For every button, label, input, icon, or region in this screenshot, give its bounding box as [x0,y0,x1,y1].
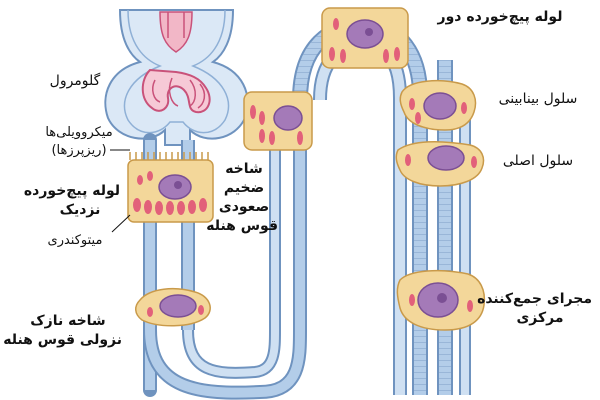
collecting-duct-cell [396,269,486,331]
intercalated-cell [399,79,477,131]
label-proximal-tubule: لوله پیچ‌خورده نزدیک [23,182,120,220]
mitochondria-group-pct [133,171,207,215]
label-thin-desc-line1: شاخه نازک [30,313,106,329]
principal-cell [395,140,485,187]
label-thick-asc-line1: شاخه [225,161,263,177]
label-pct-line1: لوله پیچ‌خورده [23,183,120,199]
label-thick-asc-line2: ضخیم [223,179,265,196]
label-thin-desc-line2: نزولی قوس هنله [3,331,122,348]
thick-ascending-limb [292,16,428,395]
pct-cell [127,152,214,223]
label-collecting-duct: مجرای جمع‌کننده مرکزی [477,290,592,328]
glomerulus [141,11,211,114]
label-principal-cell: سلول اصلی [502,153,574,169]
label-glomerulus: گلومرول [49,73,101,89]
label-microvilli-line2: (ریزپرزها) [51,142,107,158]
label-distal-tubule: لوله پیچ‌خورده دور [437,9,563,25]
label-pct-line2: نزدیک [59,201,101,218]
loop-of-henle [143,100,307,400]
label-intercalated-cell: سلول بینابینی [498,91,578,107]
label-thick-asc-line4: قوس هنله [206,217,278,234]
dct-cell [321,7,409,69]
thick-ascending-cell [243,91,313,151]
label-collecting-line1: مجرای جمع‌کننده [477,291,592,307]
label-thick-asc-line3: صعودی [218,198,270,215]
label-mitochondria: میتوکندری [47,233,103,248]
label-microvilli: میکروویلی‌ها (ریزپرزها) [34,124,124,159]
pointer-lines [110,149,131,233]
label-microvilli-line1: میکروویلی‌ها [45,125,113,140]
label-thick-ascending: شاخه ضخیم صعودی قوس هنله [206,160,278,236]
label-collecting-line2: مرکزی [516,309,564,326]
thin-descending-cell [135,287,211,327]
label-thin-descending: شاخه نازک نزولی قوس هنله [3,312,122,350]
